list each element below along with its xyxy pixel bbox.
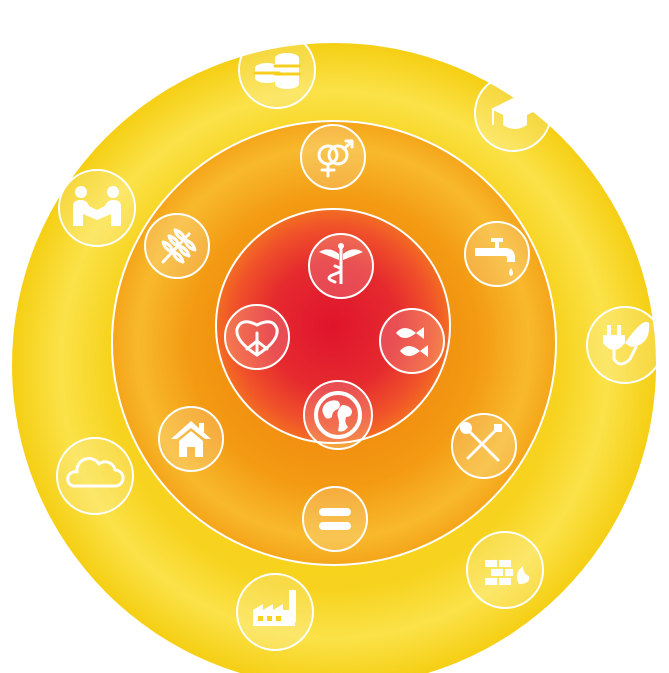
equals-icon (302, 486, 368, 552)
wheat-icon (144, 213, 210, 279)
coins-icon (238, 31, 316, 109)
plug-leaf-icon (586, 306, 664, 384)
inner-core (215, 208, 451, 444)
globe-icon (303, 380, 373, 450)
cloud-icon (56, 437, 134, 515)
caduceus-icon (308, 233, 374, 299)
graduation-cap-icon (474, 74, 552, 152)
tools-icon (451, 413, 517, 479)
house-icon (158, 406, 224, 472)
factory-icon (236, 573, 314, 651)
bricks-flame-icon (466, 531, 544, 609)
heart-peace-icon (224, 304, 290, 370)
gender-symbols-icon (300, 124, 366, 190)
fish-icon (379, 308, 445, 374)
handshake-icon (58, 169, 136, 247)
water-tap-icon (464, 221, 530, 287)
